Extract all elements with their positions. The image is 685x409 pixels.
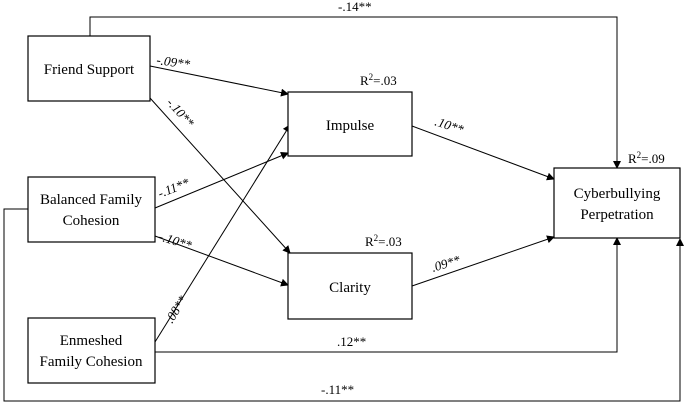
node-balanced-cohesion-label-line1: Balanced Family: [40, 192, 143, 208]
coef-impulse-to-cyber: .10**: [433, 114, 466, 137]
node-friend-support-label: Friend Support: [44, 62, 135, 78]
node-clarity-rsq: R2=.03: [365, 233, 402, 249]
edge-balanced-to-cyber: [3, 208, 684, 402]
coef-friend-to-impulse: -.09**: [156, 52, 192, 72]
coef-enmeshed-to-impulse: .08**: [162, 292, 190, 325]
node-cyberbullying-label-line1: Cyberbullying: [574, 186, 661, 202]
node-impulse-label: Impulse: [326, 118, 375, 134]
coef-enmeshed-to-cyber: .12**: [337, 334, 366, 349]
coef-clarity-to-cyber: .09**: [429, 252, 462, 275]
node-cyberbullying-rsq: R2=.09: [628, 150, 665, 166]
node-impulse: Impulse R2=.03: [287, 72, 413, 157]
edge-friend-to-clarity: [149, 97, 291, 254]
edge-clarity-to-cyber: [411, 235, 555, 287]
node-enmeshed-cohesion: Enmeshed Family Cohesion: [27, 317, 156, 384]
coef-balanced-to-impulse: -.11**: [156, 174, 192, 200]
node-friend-support: Friend Support: [27, 35, 151, 102]
node-clarity-label: Clarity: [329, 280, 371, 296]
edge-impulse-to-cyber: [411, 125, 555, 181]
edge-friend-to-cyber: [89, 16, 621, 169]
coef-friend-to-cyber: -.14**: [338, 0, 372, 14]
node-clarity: Clarity R2=.03: [287, 233, 413, 320]
coef-balanced-to-clarity: -.10**: [157, 229, 194, 253]
node-impulse-rsq: R2=.03: [360, 72, 397, 88]
edge-balanced-to-impulse: [154, 151, 289, 209]
node-enmeshed-cohesion-label-line1: Enmeshed: [60, 333, 123, 349]
coef-balanced-to-cyber: -.11**: [321, 382, 354, 397]
edge-enmeshed-to-impulse: [154, 124, 291, 343]
node-balanced-cohesion-label-line2: Cohesion: [63, 213, 120, 229]
node-balanced-cohesion: Balanced Family Cohesion: [27, 176, 156, 243]
node-cyberbullying: Cyberbullying Perpetration R2=.09: [553, 150, 681, 239]
node-cyberbullying-label-line2: Perpetration: [580, 207, 654, 223]
edge-enmeshed-to-cyber: [155, 237, 621, 353]
edge-friend-to-impulse: [149, 65, 289, 97]
coef-friend-to-clarity: -.10**: [164, 95, 198, 130]
edge-balanced-to-clarity: [154, 235, 289, 287]
node-enmeshed-cohesion-label-line2: Family Cohesion: [40, 354, 143, 370]
